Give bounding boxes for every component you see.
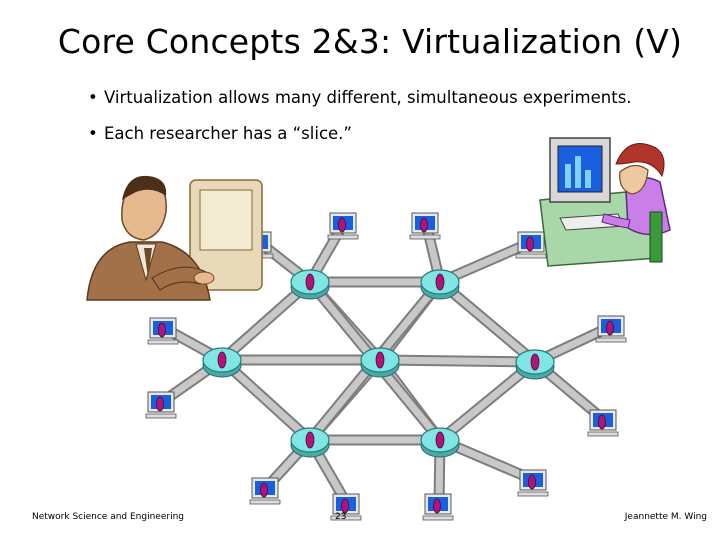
desktop-computer-icon: [587, 409, 619, 437]
slide-title: Core Concepts 2&3: Virtualization (V): [57, 22, 683, 61]
network-link: [374, 354, 541, 368]
bullet-text: Each researcher has a “slice.”: [104, 124, 352, 143]
bullet-text: Virtualization allows many different, si…: [104, 88, 632, 107]
desktop-computer-icon: [517, 469, 549, 497]
footer-author: Jeannette M. Wing: [624, 512, 707, 522]
router-icon: [202, 347, 242, 378]
male-researcher-clipart: [86, 175, 263, 301]
desktop-computer-icon: [515, 231, 547, 259]
network-link: [216, 354, 316, 446]
desktop-computer-icon: [327, 212, 359, 240]
desktop-computer-icon: [330, 493, 362, 521]
router-icon: [290, 269, 330, 300]
network-link: [434, 356, 541, 446]
router-icon: [290, 427, 330, 458]
bullet-item-1: • Virtualization allows many different, s…: [88, 88, 708, 108]
page-number: 23: [335, 512, 347, 522]
desktop-computer-icon: [409, 212, 441, 240]
desktop-computer-icon: [249, 477, 281, 505]
router-icon: [420, 269, 460, 300]
router-icon: [360, 347, 400, 378]
bullet-glyph: •: [88, 124, 98, 143]
bullet-list: • Virtualization allows many different, s…: [88, 88, 708, 160]
bullet-item-2: • Each researcher has a “slice.”: [88, 124, 708, 144]
footer-left: Network Science and Engineering: [32, 512, 184, 522]
network-link: [434, 276, 541, 368]
desktop-computer-icon: [595, 315, 627, 343]
female-researcher-clipart: [539, 137, 671, 267]
router-icon: [515, 349, 555, 380]
bullet-glyph: •: [88, 88, 98, 107]
desktop-computer-icon: [145, 391, 177, 419]
desktop-computer-icon: [422, 493, 454, 521]
network-routers: [202, 269, 555, 458]
desktop-computer-icon: [147, 317, 179, 345]
router-icon: [420, 427, 460, 458]
